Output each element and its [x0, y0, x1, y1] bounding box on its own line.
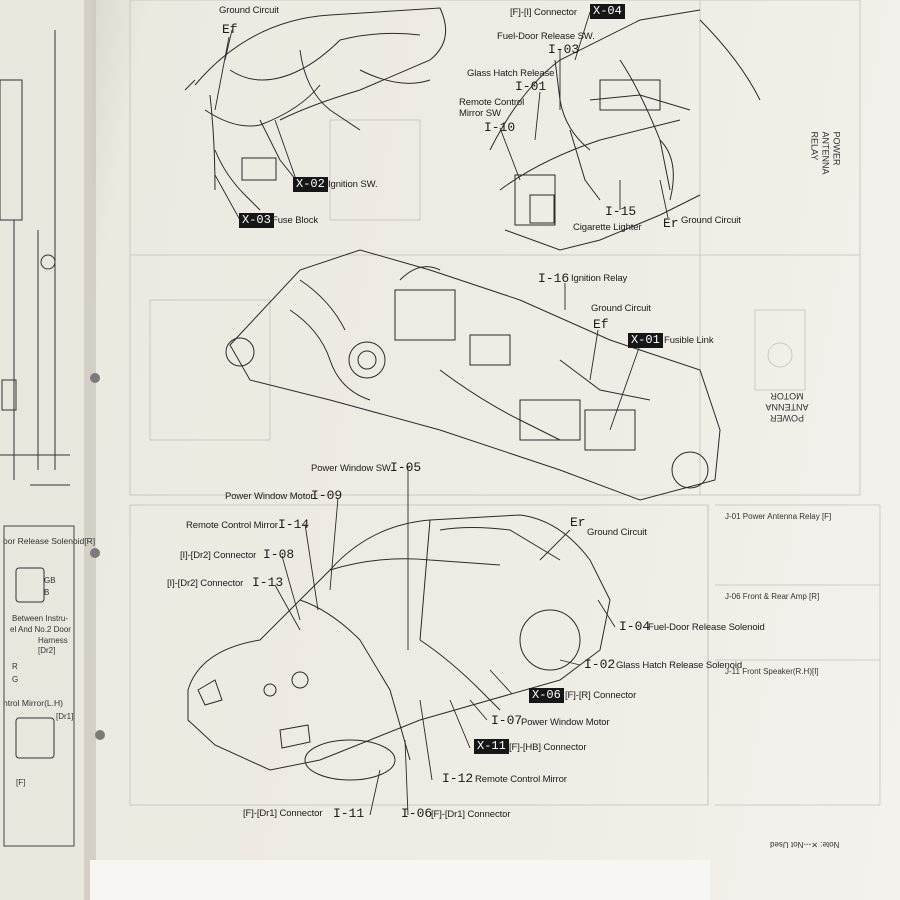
i11-label: I-11 — [333, 806, 365, 821]
i13-label: I-13 — [252, 575, 284, 590]
i12-label: I-12 — [442, 771, 474, 786]
between-instr-label: Between Instru- — [12, 614, 69, 623]
i03-label: I-03 — [548, 42, 580, 57]
power-antenna-relay-label: POWER ANTENNA RELAY — [809, 131, 842, 175]
power-window-sw-label: Power Window SW. — [311, 463, 393, 474]
fuel-door-solenoid-label: Fuel-Door Release Solenoid — [648, 622, 765, 633]
f-dr1-connector-b-label: [F]-[Dr1] Connector — [431, 809, 511, 820]
f-r-connector-label: [F]-[R] Connector — [565, 690, 637, 701]
left-gb-label: GB — [44, 576, 56, 585]
x11-badge: X-11 — [474, 739, 509, 754]
i14-label: I-14 — [278, 517, 310, 532]
power-antenna-motor-label: POWER ANTENNA MOTOR — [765, 391, 809, 423]
j06-label: J-06 Front & Rear Amp [R] — [725, 592, 820, 601]
i04-label: I-04 — [619, 619, 651, 634]
door-release-solenoid-label: oor Release Solenoid[R] — [3, 536, 96, 546]
harness-label: Harness — [38, 636, 68, 645]
ignition-sw-label: Ignition SW. — [328, 179, 378, 190]
i08-label: I-08 — [263, 547, 295, 562]
left-r-label: R — [12, 662, 18, 671]
control-mirror-label: ntrol Mirror(L.H) — [3, 698, 63, 708]
idr2-connector-b-label: [I]-[Dr2] Connector — [167, 578, 244, 589]
glass-hatch-solenoid-label: Glass Hatch Release Solenoid — [616, 660, 743, 671]
cigarette-lighter-label: Cigarette Lighter — [573, 222, 642, 233]
power-window-motor-b-label: Power Window Motor — [521, 717, 610, 728]
dash-left-ef-label: Ef — [222, 22, 238, 37]
i02-label: I-02 — [584, 657, 616, 672]
j11-label: J-11 Front Speaker(R.H)[I] — [725, 667, 819, 676]
dash-right-ground-circuit-label: Ground Circuit — [681, 215, 741, 226]
fuel-door-sw-label: Fuel-Door Release SW. — [497, 31, 595, 42]
dash-left-ground-circuit-label: Ground Circuit — [219, 5, 279, 16]
left-f-label: [F] — [16, 778, 26, 787]
i01-label: I-01 — [515, 79, 547, 94]
i10-label: I-10 — [484, 120, 516, 135]
dr2-label: [Dr2] — [38, 646, 56, 655]
x06-badge: X-06 — [529, 688, 564, 703]
f-i-connector-label: [F]-[I] Connector — [510, 7, 577, 18]
x04-badge: X-04 — [590, 4, 625, 19]
j01-label: J-01 Power Antenna Relay [F] — [725, 512, 832, 521]
note-label: Note: ✕---Not Used — [770, 840, 840, 849]
dr1-label: [Dr1] — [56, 712, 74, 721]
i09-label: I-09 — [311, 488, 343, 503]
i05-label: I-05 — [390, 460, 422, 475]
i15-label: I-15 — [605, 204, 637, 219]
body-er-label: Er — [570, 515, 586, 530]
power-window-motor-label: Power Window Motor — [225, 491, 314, 502]
x01-badge: X-01 — [628, 333, 663, 348]
i06-label: I-06 — [401, 806, 433, 821]
remote-control-mirror-label: Remote Control Mirror — [186, 520, 278, 531]
dash-right-er-label: Er — [663, 216, 679, 231]
body-ground-circuit-label: Ground Circuit — [587, 527, 647, 538]
f-dr1-connector-a-label: [F]-[Dr1] Connector — [243, 808, 323, 819]
x02-badge: X-02 — [293, 177, 328, 192]
x03-badge: X-03 — [239, 213, 274, 228]
left-b-label: B — [44, 588, 50, 597]
fusible-link-label: Fusible Link — [664, 335, 714, 346]
remote-mirror-sw-label: Remote Control Mirror SW — [459, 97, 525, 119]
i07-label: I-07 — [491, 713, 523, 728]
f-hb-connector-label: [F]-[HB] Connector — [509, 742, 587, 753]
idr2-connector-a-label: [I]-[Dr2] Connector — [180, 550, 257, 561]
ignition-relay-label: Ignition Relay — [571, 273, 628, 284]
i16-label: I-16 — [538, 271, 570, 286]
fuse-block-label: Fuse Block — [272, 215, 318, 226]
engine-ground-circuit-label: Ground Circuit — [591, 303, 651, 314]
remote-control-mirror-b-label: Remote Control Mirror — [475, 774, 567, 785]
left-g-label: G — [12, 675, 19, 684]
engine-ef-label: Ef — [593, 317, 609, 332]
panel-and-door-label: el And No.2 Door — [10, 625, 71, 634]
glass-hatch-release-label: Glass Hatch Release — [467, 68, 555, 79]
